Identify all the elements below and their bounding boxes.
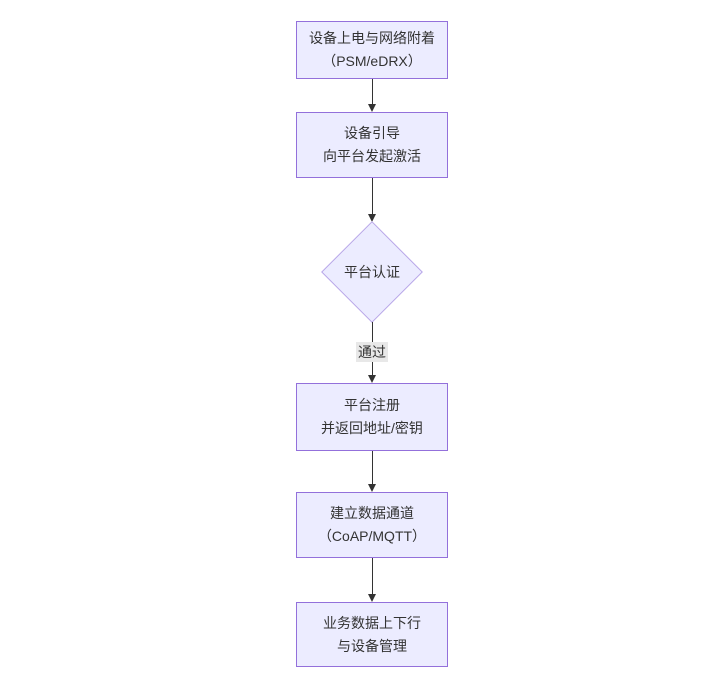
arrow-line bbox=[371, 178, 373, 215]
node-text-line: 设备引导 bbox=[344, 125, 400, 141]
arrowhead-down-icon bbox=[368, 214, 376, 222]
node-text-line: 并返回地址/密钥 bbox=[321, 420, 423, 436]
arrow-line bbox=[371, 451, 373, 485]
flow-arrow bbox=[365, 558, 379, 602]
arrowhead-down-icon bbox=[368, 104, 376, 112]
flow-node-data-channel: 建立数据通道 （CoAP/MQTT） bbox=[296, 492, 448, 558]
node-text-line: 与设备管理 bbox=[337, 637, 407, 654]
flow-node-platform-auth: 平台认证 bbox=[321, 221, 423, 323]
node-text-line: 平台认证 bbox=[344, 264, 400, 280]
node-text-line: 向平台发起激活 bbox=[323, 148, 421, 164]
flow-arrow bbox=[365, 79, 379, 112]
arrow-line bbox=[371, 558, 373, 595]
node-text-line: 业务数据上下行 bbox=[323, 614, 421, 631]
node-text-line: （CoAP/MQTT） bbox=[317, 528, 427, 544]
node-text-line: （PSM/eDRX） bbox=[322, 53, 422, 69]
node-text-line: 平台注册 bbox=[344, 397, 400, 413]
arrow-line bbox=[371, 79, 373, 105]
flow-arrow bbox=[365, 451, 379, 492]
flow-node-business-data: 业务数据上下行 与设备管理 bbox=[296, 602, 448, 667]
node-text-line: 设备上电与网络附着 bbox=[309, 30, 435, 46]
node-text-line: 建立数据通道 bbox=[330, 505, 414, 521]
flow-node-register: 平台注册 并返回地址/密钥 bbox=[296, 383, 448, 451]
edge-label-pass: 通过 bbox=[356, 342, 388, 362]
arrowhead-down-icon bbox=[368, 484, 376, 492]
arrowhead-down-icon bbox=[368, 594, 376, 602]
flow-arrow bbox=[365, 178, 379, 222]
flow-node-bootstrap: 设备引导 向平台发起激活 bbox=[296, 112, 448, 178]
arrowhead-down-icon bbox=[368, 375, 376, 383]
flow-node-power-attach: 设备上电与网络附着 （PSM/eDRX） bbox=[296, 21, 448, 79]
